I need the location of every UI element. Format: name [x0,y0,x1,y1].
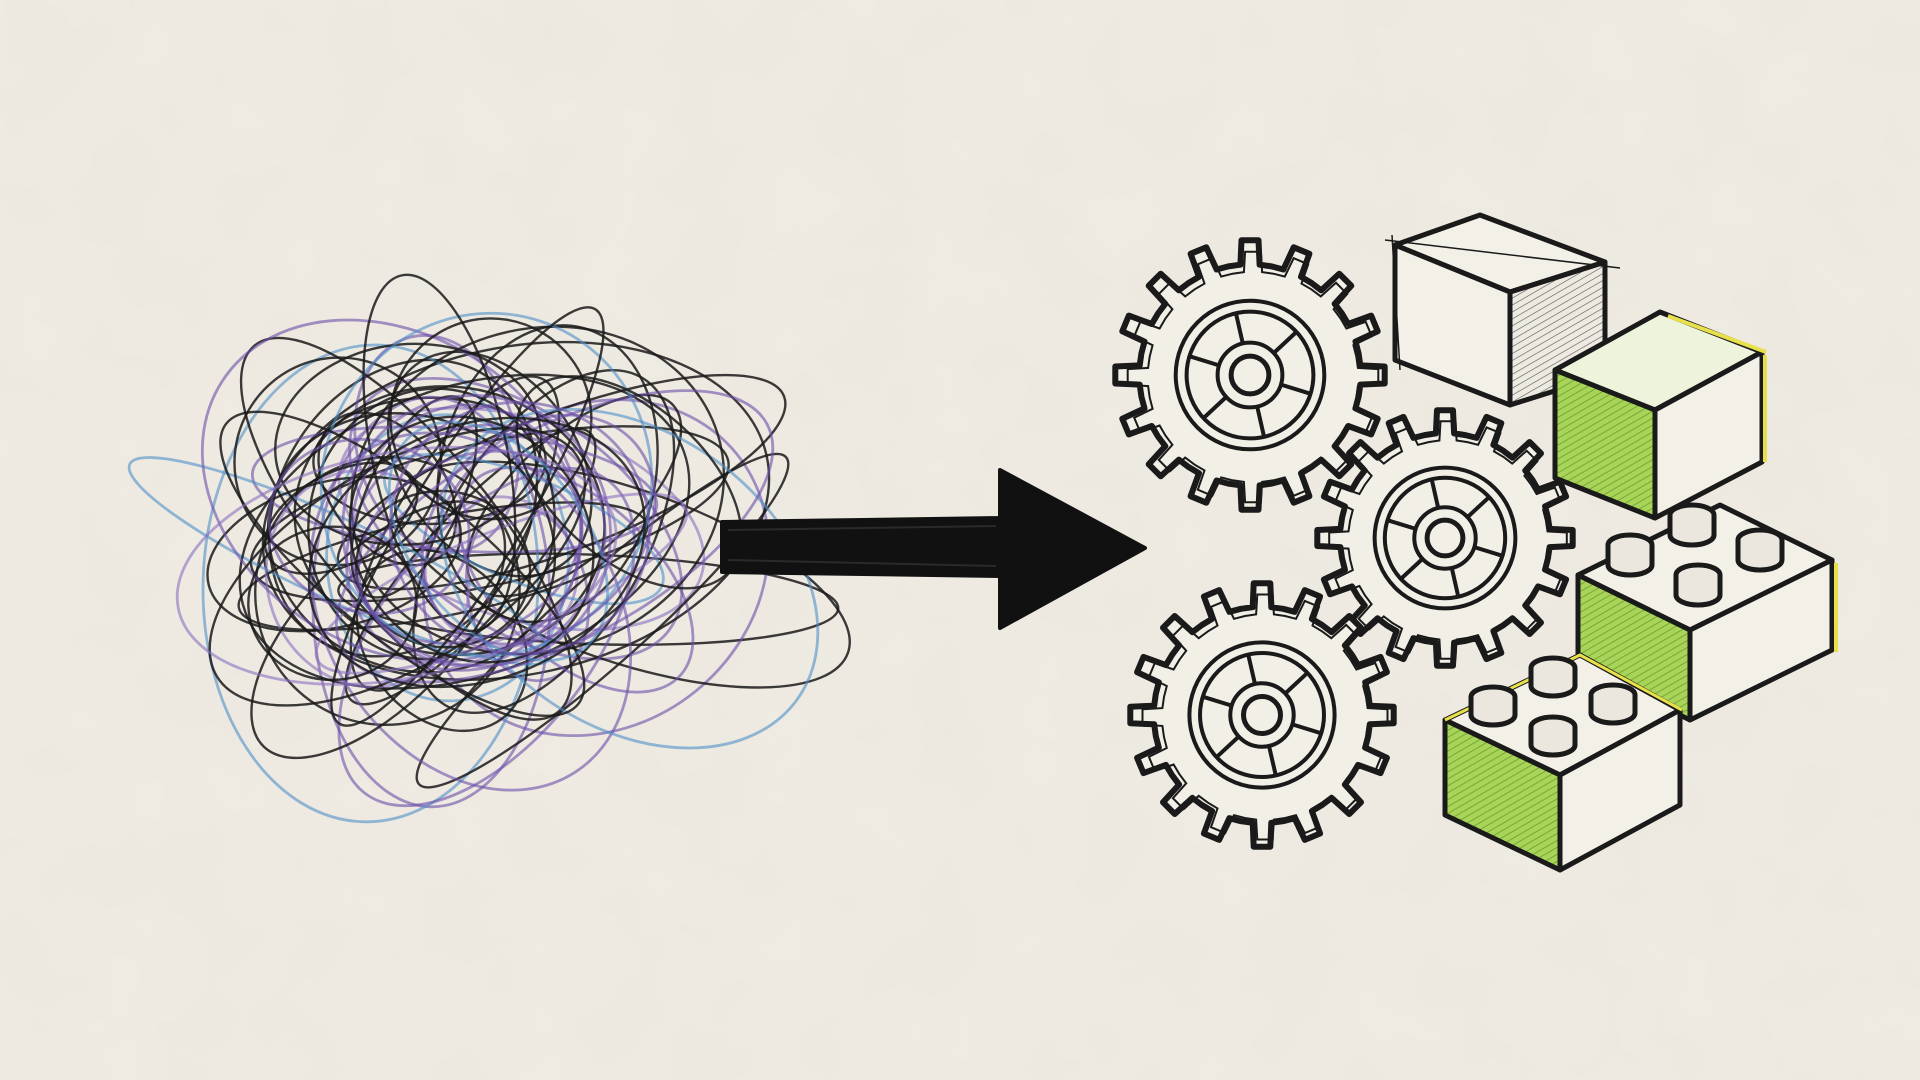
scribble-loop [314,492,689,675]
scribble-loop [330,306,605,727]
scribble-loop [219,410,586,717]
scribble-loop [386,350,593,578]
scribble-loop [247,525,418,682]
scribble-loop [389,317,593,521]
scribble-loop [354,489,532,649]
cube-icon [1552,309,1767,521]
gear-icon [1314,407,1576,669]
scribble-loop [175,445,618,686]
scribble-loop [200,318,584,663]
scribble-loop [412,369,676,714]
lego-brick-icon [1575,502,1838,723]
scribble-loop [341,394,612,668]
gear-icon [1112,237,1388,513]
scribble-loop [307,416,646,689]
gear-icon [1127,580,1397,850]
gears-group [1112,237,1576,850]
scribble-loop [348,415,595,664]
scribble-loop [350,395,478,599]
scribble-loop [421,398,770,738]
scribble-loop [208,426,587,707]
scribble-loop [420,413,657,646]
lego-stud [1468,655,1638,758]
right-arrow [720,468,1147,630]
scribble-loop [250,500,507,760]
tangled-scribble [127,273,851,824]
scribble-loop [388,400,651,656]
scribble-loop [439,407,820,750]
scribble-loop [267,358,539,658]
lego-brick-icon [1442,652,1683,873]
lego-stud [1605,502,1785,608]
